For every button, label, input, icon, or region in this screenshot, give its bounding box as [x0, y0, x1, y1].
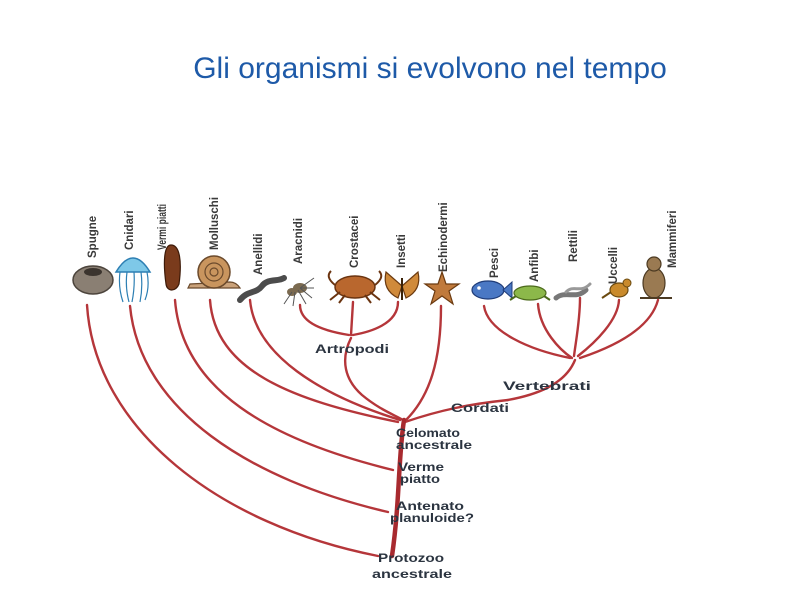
node-label-protozoo-ancestrale: ancestrale [372, 569, 452, 581]
branch-rettili [572, 296, 582, 358]
slide-title: Gli organismi si evolvono nel tempo [193, 52, 667, 85]
fish-illustration [471, 280, 513, 300]
node-label-cordati: Cordati [451, 403, 509, 415]
earthworm-illustration [237, 275, 287, 303]
flatworm-illustration [163, 244, 181, 291]
branch-cordati-stem [403, 398, 510, 424]
branch-spugne [85, 303, 380, 558]
taxon-label-uccelli: Uccelli [608, 247, 620, 284]
spider-illustration [283, 277, 315, 307]
branch-vertebrati-stem [506, 358, 577, 402]
taxon-label-anellidi: Anellidi [253, 233, 265, 275]
node-label-verme-piatto: piatto [400, 474, 440, 486]
branch-vermi-piatti [173, 298, 395, 472]
bird-illustration [601, 278, 632, 299]
butterfly-illustration [384, 270, 420, 300]
taxon-label-cnidari: Cnidari [124, 210, 136, 250]
branch-pesci [482, 304, 572, 360]
starfish-illustration [423, 270, 461, 306]
taxon-label-rettili: Rettili [568, 230, 580, 262]
taxon-label-echinodermi: Echinodermi [438, 202, 450, 272]
node-label-vertebrati: Vertebrati [503, 381, 591, 393]
branch-molluschi [208, 298, 400, 424]
branch-anellidi [248, 298, 402, 422]
branch-crostacei [349, 300, 355, 337]
taxon-label-mammiferi: Mammiferi [667, 210, 679, 268]
branch-aracnidi [298, 303, 351, 337]
taxon-label-spugne: Spugne [87, 216, 99, 258]
crab-illustration [327, 270, 383, 304]
branch-cnidari [128, 304, 390, 514]
branch-insetti [351, 300, 400, 337]
jellyfish-illustration [114, 257, 152, 303]
node-label-celomato: Celomato [396, 428, 460, 440]
node-label-celomato-ancestrale: ancestrale [396, 440, 472, 452]
node-label-protozoo: Protozoo [378, 553, 444, 565]
taxon-label-anfibi: Anfibi [529, 249, 541, 282]
taxon-label-pesci: Pesci [489, 248, 501, 278]
taxon-label-crostacei: Crostacei [349, 216, 361, 268]
taxon-label-vermi-piatti: Vermi piatti [157, 204, 169, 250]
branch-echinodermi [404, 304, 443, 422]
node-label-artropodi: Artropodi [315, 344, 389, 356]
snail-illustration [187, 255, 242, 289]
main-trunk [389, 417, 407, 559]
node-label-verme: Verme [398, 462, 444, 474]
taxon-label-insetti: Insetti [396, 234, 408, 268]
branch-mammiferi [578, 298, 660, 360]
tree-branches [85, 296, 660, 559]
taxon-label-aracnidi: Aracnidi [293, 218, 305, 264]
branch-anfibi [536, 302, 574, 360]
branch-uccelli [576, 298, 621, 358]
taxon-label-molluschi: Molluschi [209, 197, 221, 250]
node-label-antenato-planuloide: planuloide? [390, 513, 474, 525]
snake-illustration [553, 282, 592, 301]
branch-artropodi-stem [343, 336, 405, 422]
node-label-antenato: Antenato [396, 501, 464, 513]
mammal-illustration [640, 256, 672, 299]
sponge-illustration [72, 265, 114, 295]
frog-illustration [509, 285, 551, 301]
